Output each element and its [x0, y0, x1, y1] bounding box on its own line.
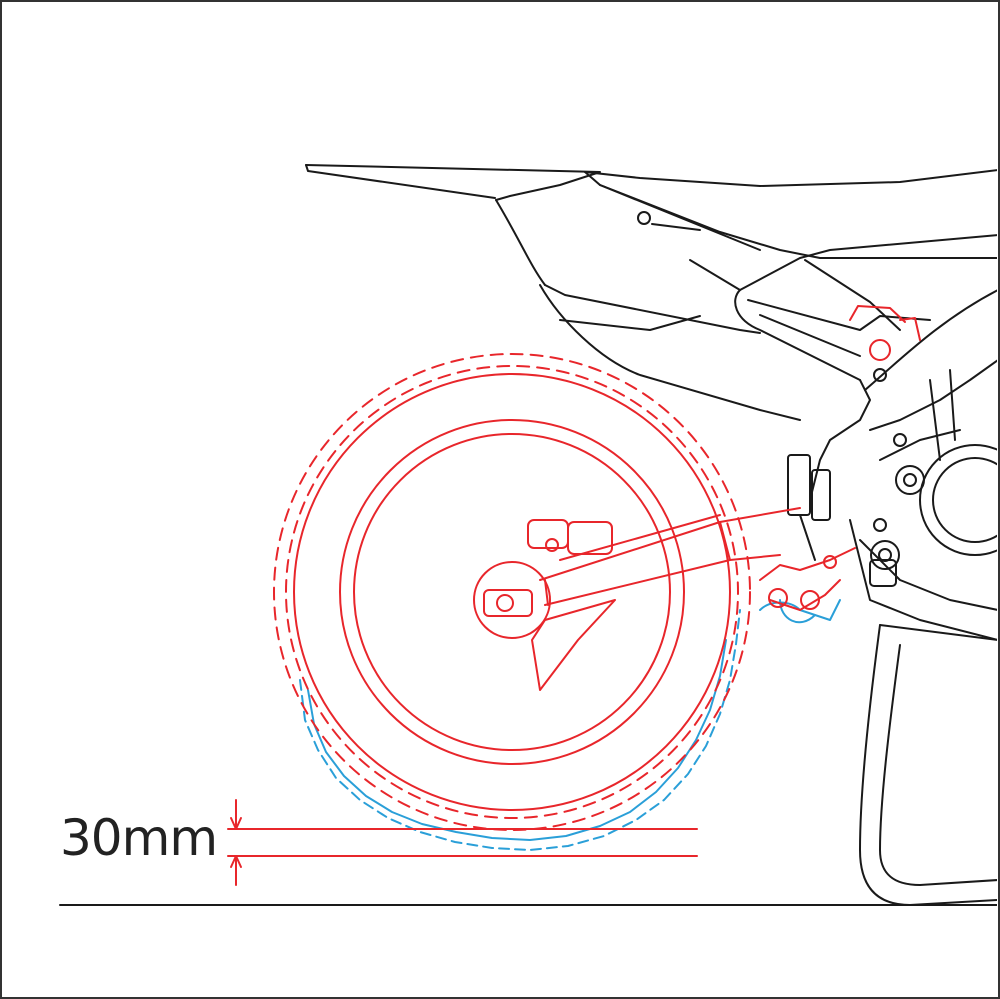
dimension-label: 30mm: [60, 809, 218, 867]
lowered-wheel-outline: [299, 599, 841, 851]
dimension-lines: [227, 828, 698, 857]
bike-body: [305, 164, 997, 906]
dimension-arrow-icon: [230, 799, 242, 886]
raised-wheel: [273, 305, 921, 831]
